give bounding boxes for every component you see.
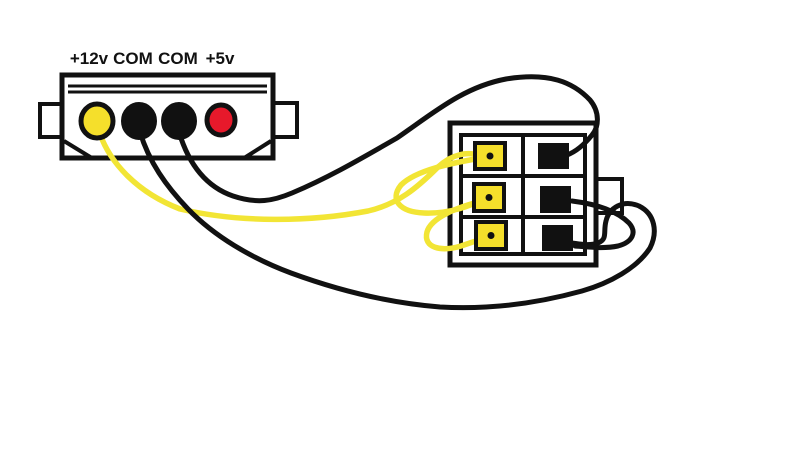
six-pin-yellow-pin-3-contact — [487, 232, 495, 239]
six-pin-yellow-pin-2-contact — [485, 194, 493, 201]
six-pin-black-pin-2 — [540, 186, 571, 213]
six-pin-black-pin-1 — [538, 143, 569, 169]
six-pin-yellow-pin-3 — [474, 220, 508, 251]
molex-pin-label-com-1: COM — [113, 49, 153, 68]
wires — [97, 74, 657, 311]
molex-pin-label-5v: +5v — [206, 49, 235, 68]
six-pin-pins — [472, 141, 573, 251]
molex-pin-label-com-2: COM — [158, 49, 198, 68]
molex-pins — [78, 101, 238, 141]
six-pin-black-pin-3 — [542, 225, 573, 251]
black-wire-com2-over-top — [176, 74, 600, 204]
molex-pin-com-1 — [121, 102, 157, 140]
black-wire-right-jumper — [569, 198, 636, 251]
molex-pin-5v — [204, 102, 238, 138]
six-pin-yellow-pin-1-contact — [486, 152, 494, 160]
molex-connector: +12v COM COM +5v — [38, 49, 299, 161]
molex-chamfer-right — [243, 139, 273, 160]
molex-pin-12v — [78, 101, 116, 141]
molex-chamfer-left — [62, 139, 93, 160]
molex-pin-com-2 — [161, 102, 197, 140]
black-wire-com1-under-bottom — [137, 129, 657, 311]
molex-pin-label-12v: +12v — [70, 49, 109, 68]
